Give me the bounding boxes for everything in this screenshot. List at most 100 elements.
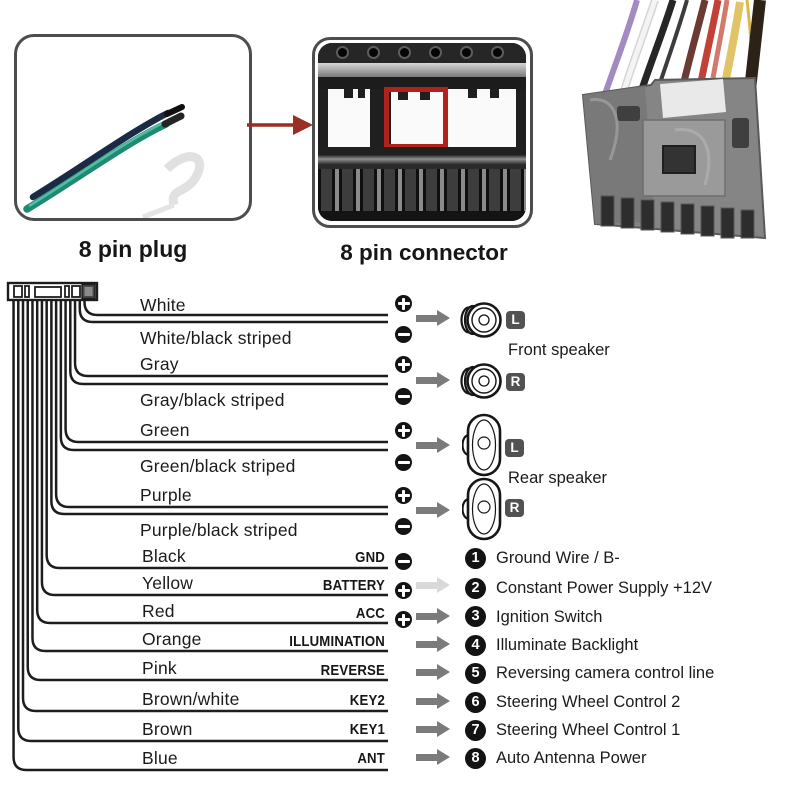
black-wire [657,0,689,87]
red-arrow-icon [247,115,313,135]
wire-line [64,299,388,444]
wire-color-label: Red [142,601,175,621]
wire-line [17,299,388,743]
wire-color-label: Gray/black striped [140,390,285,410]
wire-function-tag: KEY1 [349,721,385,738]
arrow-right-icon [416,310,450,327]
pin-number-badge: 2 [465,578,486,599]
wire-color-label: Yellow [142,573,194,593]
front-speaker-label: Front speaker [508,341,610,359]
navy-wire [29,109,172,201]
minus-circle-icon [395,454,412,471]
pin-description: Steering Wheel Control 2 [496,693,681,711]
rear-speaker-icon [462,477,502,541]
wire-line [69,299,388,386]
plug-caption: 8 pin plug [78,236,188,262]
photo-socket-band [318,89,526,147]
wire-color-label: Blue [142,748,178,768]
harness-photo [581,0,767,240]
wire-line [40,299,388,597]
purple-wire [600,0,640,101]
pin-number-badge: 1 [465,548,486,569]
wire-line [26,299,388,682]
highlight-red-square [384,87,448,149]
wire-color-label: Purple/black striped [140,520,298,540]
red-wire [697,0,722,83]
gray-wire-wisp [142,202,175,218]
plus-circle-icon [395,487,412,504]
wire-color-label: White/black striped [140,328,292,348]
channel-badge: R [505,499,524,517]
wire-color-label: Brown/white [142,689,240,709]
connector-photo-box [312,37,533,228]
pin-number-badge: 3 [465,606,486,627]
wire-tip [161,112,185,128]
wire-line [31,299,388,653]
pin-description: Illuminate Backlight [496,636,639,654]
arrow-right-icon [416,721,450,738]
plus-circle-icon [395,611,412,628]
pin-description: Steering Wheel Control 1 [496,721,681,739]
wire-color-label: Purple [140,485,192,505]
white-wire [620,0,658,95]
wire-color-label: White [140,295,186,315]
wire-line [45,299,388,570]
pin-description: Ground Wire / B- [496,549,620,567]
wire-function-tag: GND [355,549,385,566]
pink-wire [710,0,730,79]
wire-line [54,299,388,509]
center-slot [662,145,696,174]
wire-color-label: Gray [140,354,179,374]
wire-color-label: Orange [142,629,202,649]
pin-description: Ignition Switch [496,608,603,626]
channel-badge: L [505,439,524,457]
gray-wire-wisp [163,152,205,207]
connector-caption: 8 pin connector [340,240,508,265]
photo-dark-bar [318,147,526,169]
minus-circle-icon [395,553,412,570]
pin-number-badge: 6 [465,692,486,713]
wire-function-tag: ACC [355,605,385,622]
minus-circle-icon [395,388,412,405]
wire-line [59,299,388,452]
pin-number-badge: 8 [465,748,486,769]
connector-photo [318,43,526,221]
wire-function-tag: ANT [357,750,385,767]
arrow-right-icon [416,664,450,681]
rear-speaker-icon [462,413,502,477]
teal-wire-highlight [28,120,166,208]
teal-wire [23,120,170,213]
wire-line [73,299,388,378]
plus-circle-icon [395,422,412,439]
black-wire [637,0,677,94]
plus-circle-icon [395,295,412,312]
wire-color-label: Green/black striped [140,456,296,476]
wire-function-tag: REVERSE [320,662,385,679]
bottom-sockets [600,195,755,239]
wire-color-label: Pink [142,658,177,678]
wire-color-label: Green [140,420,190,440]
pin-number-badge: 4 [465,635,486,656]
channel-badge: L [506,311,525,329]
photo-fins [318,169,526,211]
latch-tab [617,106,640,121]
channel-badge: R [506,373,525,391]
arrow-right-icon [416,749,450,766]
plus-circle-icon [395,582,412,599]
front-speaker-icon [460,363,502,399]
plus-circle-icon [395,356,412,373]
yellow-wire [721,1,744,85]
photo-top-strip [318,43,526,63]
minus-circle-icon [395,518,412,535]
arrow-right-icon [416,437,450,454]
wire-function-tag: KEY2 [349,692,385,709]
connector-white-top [660,79,726,118]
pin-number-badge: 7 [465,720,486,741]
wire-line [12,299,388,772]
connector-glyph [6,281,99,302]
photo-dark-band [318,77,526,89]
wire-line [78,299,388,324]
wire-line [21,299,388,713]
